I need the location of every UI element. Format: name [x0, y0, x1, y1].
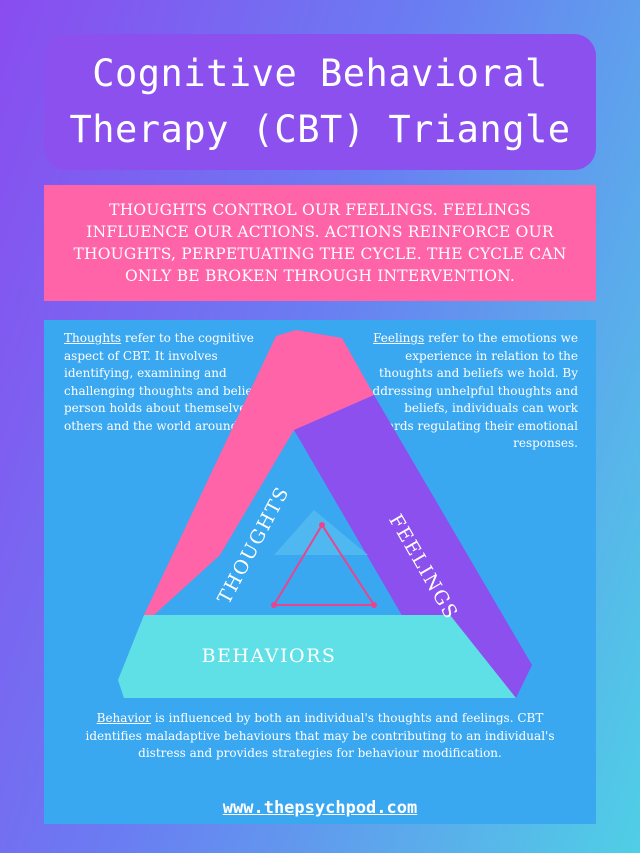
behavior-term: Behavior: [96, 711, 152, 725]
feelings-text: refer to the emotions we experience in r…: [364, 331, 578, 450]
thoughts-description: Thoughts refer to the cognitive aspect o…: [64, 330, 279, 435]
cbt-panel: Thoughts refer to the cognitive aspect o…: [44, 320, 596, 824]
summary-banner: Thoughts control our feelings. Feelings …: [44, 185, 596, 301]
cbt-triangle-diagram: THOUGHTS FEELINGS BEHAVIORS: [118, 330, 532, 698]
thoughts-term: Thoughts: [64, 331, 122, 345]
behavior-description: Behavior is influenced by both an indivi…: [84, 710, 556, 763]
feelings-side: [294, 395, 532, 698]
behavior-text: is influenced by both an individual's th…: [85, 711, 555, 760]
inner-dot-top: [319, 522, 325, 528]
behaviors-label: BEHAVIORS: [202, 645, 337, 667]
title-banner: Cognitive Behavioral Therapy (CBT) Trian…: [44, 34, 596, 170]
title-line-1: Cognitive Behavioral: [92, 52, 548, 95]
summary-text: Thoughts control our feelings. Feelings …: [73, 201, 567, 285]
feelings-description: Feelings refer to the emotions we experi…: [363, 330, 578, 453]
title-line-2: Therapy (CBT) Triangle: [69, 108, 571, 151]
behaviors-side: [118, 615, 516, 698]
inner-dot-left: [271, 602, 277, 608]
website-link[interactable]: www.thepsychpod.com: [222, 798, 418, 818]
inner-triangle: [274, 510, 368, 555]
inner-dot-right: [371, 602, 377, 608]
inner-triangle-outline: [272, 523, 376, 606]
feelings-term: Feelings: [373, 331, 425, 345]
thoughts-text: refer to the cognitive aspect of CBT. It…: [64, 331, 277, 433]
thoughts-side: [144, 330, 374, 615]
